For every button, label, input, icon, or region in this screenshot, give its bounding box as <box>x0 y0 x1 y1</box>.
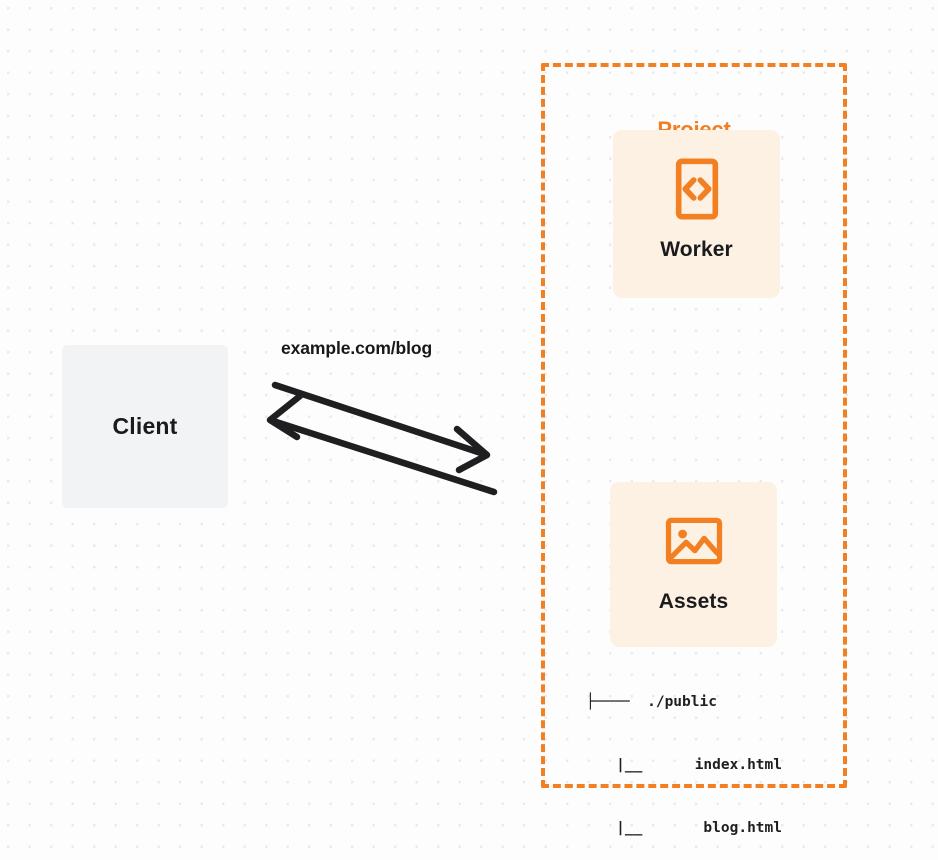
file-tree-row: |__ index.html <box>616 757 782 773</box>
assets-file-tree: ├──── ./public |__ index.html |__ blog.h… <box>586 650 782 860</box>
worker-card-label: Worker <box>660 238 733 261</box>
code-brackets-icon <box>675 158 718 220</box>
assets-card-label: Assets <box>658 590 729 613</box>
client-node-label: Client <box>112 413 178 439</box>
response-arrow <box>266 392 498 496</box>
request-arrow <box>271 381 491 474</box>
assets-card[interactable]: Assets <box>610 482 777 647</box>
image-icon <box>665 517 722 565</box>
request-url-label: example.com/blog <box>281 338 433 358</box>
file-tree-row: |__ blog.html <box>616 820 782 836</box>
file-tree-row-root: ├──── ./public <box>586 694 717 710</box>
worker-card[interactable]: Worker <box>613 130 780 298</box>
client-node[interactable]: Client <box>62 345 228 508</box>
